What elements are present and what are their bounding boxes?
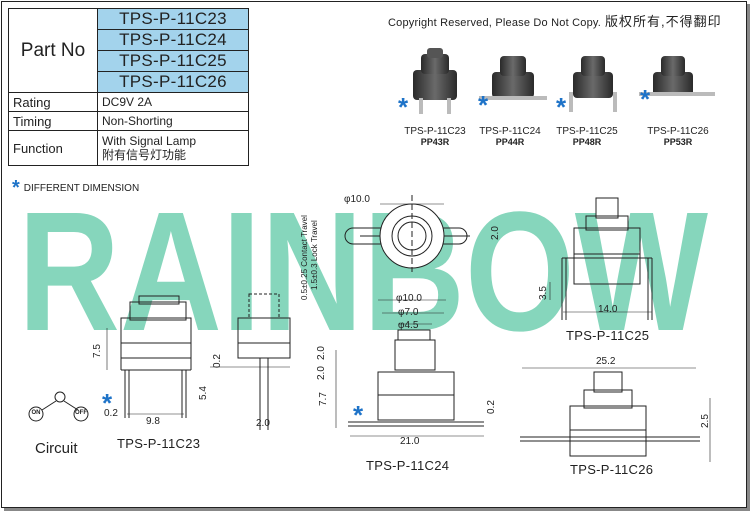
product-model: TPS-P-11C25 [556,126,618,137]
spec-table: Part No TPS-P-11C23 TPS-P-11C24 TPS-P-11… [8,8,249,166]
product-label-c23: TPS-P-11C23 PP43R [400,126,470,147]
product-code: PP43R [420,137,450,147]
watermark-text: RAINBOW [18,177,708,367]
star-icon: * [102,388,113,418]
copyright-notice: Copyright Reserved, Please Do Not Copy. … [388,11,722,30]
photo-c25 [569,56,617,112]
dim-c23-height: 7.5 [92,344,103,358]
star-icon: * [478,90,489,120]
circuit-off-label: OFF [75,410,87,416]
part-number-cell: TPS-P-11C25 [97,50,249,72]
dim-c24-d10: φ10.0 [396,293,422,304]
dim-c24-width: 21.0 [400,436,420,447]
drawing-label-c23: TPS-P-11C23 [117,436,201,451]
dim-c24-gap: 0.2 [486,400,497,414]
product-code: PP48R [572,137,602,147]
star-icon: * [353,400,364,430]
dim-c24-2a: 2.0 [316,346,327,360]
c26-drawing [520,367,711,462]
copyright-cn: 版权所有,不得翻印 [605,14,722,29]
dim-c26-width: 25.2 [596,356,616,367]
dim-c23-gap: 0.2 [104,408,118,419]
function-label: Function [8,130,98,166]
star-icon: * [12,177,20,199]
photo-c23 [413,48,457,114]
side-view-drawing [210,293,291,430]
product-label-c26: TPS-P-11C26 PP53R [643,126,713,147]
part-number-cell: TPS-P-11C24 [97,29,249,51]
dim-side-pin: 2.0 [256,418,270,429]
drawing-label-c26: TPS-P-11C26 [570,462,654,477]
product-model: TPS-P-11C24 [479,126,541,137]
c25-drawing [549,197,653,320]
copyright-en: Copyright Reserved, Please Do Not Copy. [388,17,602,29]
part-number-cell: TPS-P-11C26 [97,71,249,93]
star-icon: * [640,84,651,114]
circuit-label: Circuit [35,440,78,457]
product-label-c25: TPS-P-11C25 PP48R [552,126,622,147]
dim-c24-height: 7.7 [318,392,329,406]
legend-text: DIFFERENT DIMENSION [23,182,140,194]
product-model: TPS-P-11C23 [404,126,466,137]
drawing-label-c25: TPS-P-11C25 [566,328,650,343]
top-view-drawing [344,195,470,272]
dim-c23-width: 9.8 [146,416,160,427]
photo-c26 [639,56,715,96]
dim-contact-travel: 0.5±0.25 Contact Travel [300,215,309,300]
dim-c23-pin: 5.4 [198,386,209,400]
dim-c24-d45: φ4.5 [398,320,419,331]
circuit-diagram [28,391,89,422]
drawing-label-c24: TPS-P-11C24 [366,458,450,473]
photo-c24 [479,56,547,100]
product-model: TPS-P-11C26 [647,126,709,137]
function-value: With Signal Lamp 附有信号灯功能 [97,130,249,166]
product-code: PP44R [495,137,525,147]
dim-top-width: 2.0 [490,226,501,240]
dim-side-gap: 0.2 [212,354,223,368]
legend: * DIFFERENT DIMENSION [12,178,139,198]
star-icon: * [556,92,567,122]
dim-c24-2b: 2.0 [316,366,327,380]
star-icon: * [398,92,409,122]
c24-drawing [335,299,484,437]
circuit-on-label: ON [31,410,41,416]
function-value-cn: 附有信号灯功能 [102,148,187,162]
dim-c25-width: 14.0 [598,304,618,315]
dim-c26-height: 2.5 [700,414,711,428]
product-code: PP53R [663,137,693,147]
dim-c24-d7: φ7.0 [398,307,419,318]
c23-drawing [106,295,192,418]
dim-lock-travel: 1.5±0.3 Lock Travel [310,220,319,290]
function-value-en: With Signal Lamp [102,134,197,148]
product-photos [413,48,715,114]
dim-c25-pin: 3.5 [538,286,549,300]
product-label-c24: TPS-P-11C24 PP44R [475,126,545,147]
dim-top-diameter: φ10.0 [344,194,370,205]
